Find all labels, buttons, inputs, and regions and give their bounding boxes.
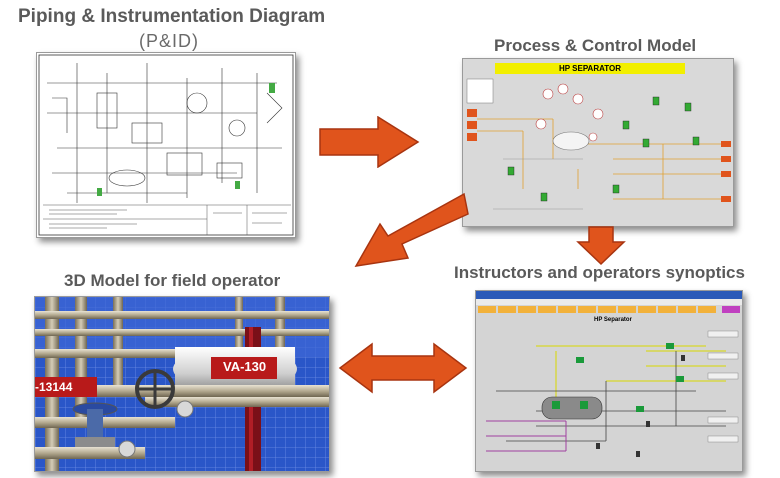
process-title: Process & Control Model	[494, 36, 697, 55]
3d-field-model: -13144 VA-130	[34, 296, 330, 472]
arrow-right	[319, 116, 420, 168]
arrow-double	[338, 342, 468, 394]
pid-drawing	[36, 52, 296, 238]
tag-right-label: VA-130	[223, 359, 267, 374]
process-control-model: HP SEPARATOR	[462, 58, 734, 227]
hp-separator-banner: HP SEPARATOR	[495, 63, 685, 74]
synoptics-screen: HP Separator	[475, 290, 743, 472]
model3d-title: 3D Model for field operator	[64, 271, 281, 290]
hp-separator-label: HP Separator	[594, 317, 632, 323]
arrow-down-left	[354, 192, 469, 267]
tag-left-label: -13144	[35, 380, 73, 394]
pid-subtitle: (P&ID)	[139, 31, 199, 51]
synoptics-title: Instructors and operators synoptics	[454, 263, 745, 282]
arrow-down	[576, 226, 626, 266]
pid-title: Piping & Instrumentation Diagram	[18, 6, 326, 27]
